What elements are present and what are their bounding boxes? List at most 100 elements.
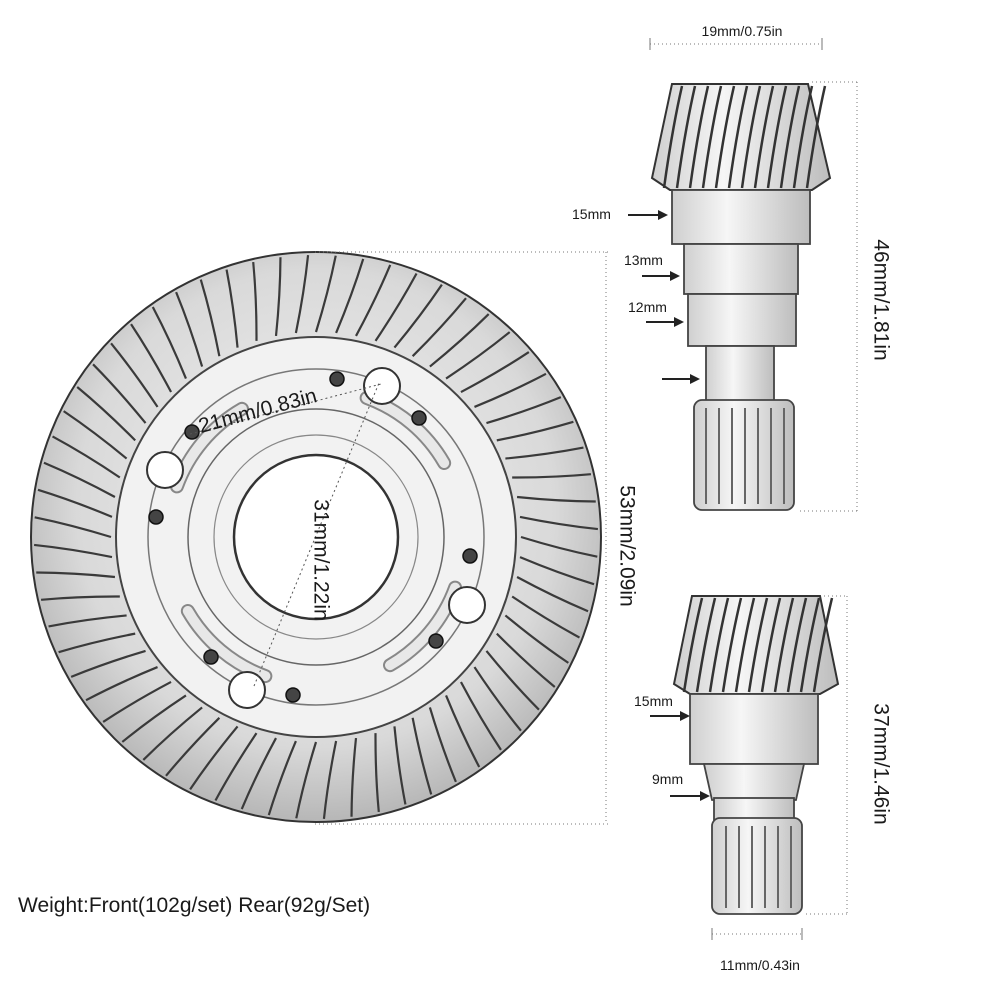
screw <box>428 633 444 649</box>
pinion-tooth <box>714 85 736 189</box>
rear-pinion-spline-grooves <box>725 826 792 908</box>
pinion-tooth <box>760 597 782 693</box>
gear-tooth <box>92 363 147 424</box>
gear-tooth <box>274 257 282 337</box>
outer-diameter-label: 53mm/2.09in <box>615 485 638 606</box>
gear-tooth <box>165 717 221 777</box>
front-step-2-label: 13mm <box>624 252 663 268</box>
rear-pinion-spline <box>711 817 803 915</box>
pinion-tooth <box>805 85 827 189</box>
gear-tooth <box>58 632 136 654</box>
screw <box>411 410 427 426</box>
hub-slot-inner <box>182 606 271 682</box>
rear-pinion-length-label: 37mm/1.46in <box>869 703 892 824</box>
rear-pinion <box>672 595 840 915</box>
gear-tooth <box>314 255 337 333</box>
pinion-tooth <box>721 597 743 693</box>
gear-tooth <box>516 495 596 503</box>
gear-tooth <box>252 261 258 341</box>
gear-tooth <box>63 410 128 460</box>
pinion-tooth <box>662 85 684 189</box>
gear-tooth <box>52 435 121 479</box>
gear-tooth <box>411 717 433 795</box>
gear-tooth <box>48 614 127 628</box>
rear-pinion-collar-15 <box>689 693 819 765</box>
ring-gear-inner-ring <box>187 408 445 666</box>
front-pinion-dimensions: 19mm/0.75in 46mm/1.81in 15mm 13mm 12mm <box>572 23 892 512</box>
gear-tooth <box>505 446 584 460</box>
ring-gear: 31mm/1.22in 21mm/0.83in <box>30 251 602 823</box>
front-pinion-collar-13 <box>683 243 799 295</box>
gear-tooth <box>374 273 418 342</box>
gear-tooth <box>485 650 540 711</box>
ring-gear-hub-ring <box>147 368 485 706</box>
gear-tooth <box>429 313 490 368</box>
gear-tooth <box>199 279 221 357</box>
pinion-tooth <box>682 597 704 693</box>
outer-diameter-dimension: 53mm/2.09in <box>315 251 638 825</box>
pinion-tooth <box>688 85 710 189</box>
gear-tooth <box>267 740 297 816</box>
pinion-tooth <box>740 85 762 189</box>
gear-tooth <box>295 741 318 819</box>
gear-tooth <box>294 254 310 334</box>
gear-tooth <box>189 725 239 790</box>
gear-tooth <box>512 473 592 479</box>
screw <box>184 424 200 440</box>
gear-tooth <box>474 372 547 408</box>
front-pinion-neck <box>705 345 775 403</box>
front-step-1-arrowhead <box>658 210 668 220</box>
gear-tooth <box>445 695 481 768</box>
gear-tooth <box>142 706 203 761</box>
rear-shaft-width-label: 11mm/0.43in <box>720 957 800 973</box>
gear-tooth <box>33 543 113 559</box>
front-pinion-teeth <box>662 85 827 189</box>
ring-gear-teeth <box>33 254 599 820</box>
pinion-tooth <box>701 85 723 189</box>
screw <box>203 649 219 665</box>
front-step-1-label: 15mm <box>572 206 611 222</box>
front-pinion-width-label: 19mm/0.75in <box>702 23 783 39</box>
gear-tooth <box>411 297 467 357</box>
rear-step-2-label: 9mm <box>652 771 683 787</box>
gear-tooth <box>85 666 158 702</box>
gear-tooth <box>130 323 173 393</box>
gear-tooth <box>322 740 338 820</box>
gear-tooth <box>34 516 112 539</box>
mounting-hole <box>146 451 184 489</box>
ring-gear-screws <box>148 371 478 703</box>
gear-tooth <box>516 576 589 613</box>
front-pinion-collar-15 <box>671 189 811 245</box>
rear-pinion-teeth <box>682 597 834 693</box>
gear-tooth <box>460 351 530 394</box>
screw <box>285 687 301 703</box>
rear-step-1-label: 15mm <box>634 693 673 709</box>
pinion-tooth <box>766 85 788 189</box>
front-step-2-arrowhead <box>670 271 680 281</box>
gear-tooth <box>214 732 258 801</box>
gear-tooth <box>110 342 159 408</box>
mounting-hole <box>363 367 401 405</box>
front-step-3-arrowhead <box>674 317 684 327</box>
gear-tooth <box>486 396 562 425</box>
gear-tooth <box>393 284 443 349</box>
gear-tooth <box>37 488 113 518</box>
rear-pinion-neck <box>713 797 795 821</box>
pinion-tooth <box>708 597 730 693</box>
front-neck-arrowhead <box>690 374 700 384</box>
front-pinion-collar-12 <box>687 293 797 347</box>
gear-tooth <box>459 681 502 751</box>
weight-text: Weight:Front(102g/set) Rear(92g/Set) <box>18 894 370 917</box>
pinion-tooth <box>773 597 795 693</box>
pinion-tooth <box>727 85 749 189</box>
front-pinion-spline-grooves <box>705 408 785 504</box>
gear-tooth <box>175 291 204 367</box>
gear-tooth <box>70 649 146 678</box>
rear-pinion-dimensions: 37mm/1.46in 15mm 9mm 11mm/0.43in <box>634 595 892 973</box>
gear-tooth <box>511 595 580 639</box>
pinion-tooth <box>812 597 834 693</box>
gear-tooth <box>374 733 380 813</box>
front-pinion <box>650 83 832 511</box>
gear-tooth <box>496 420 574 442</box>
gear-tooth <box>76 386 136 442</box>
